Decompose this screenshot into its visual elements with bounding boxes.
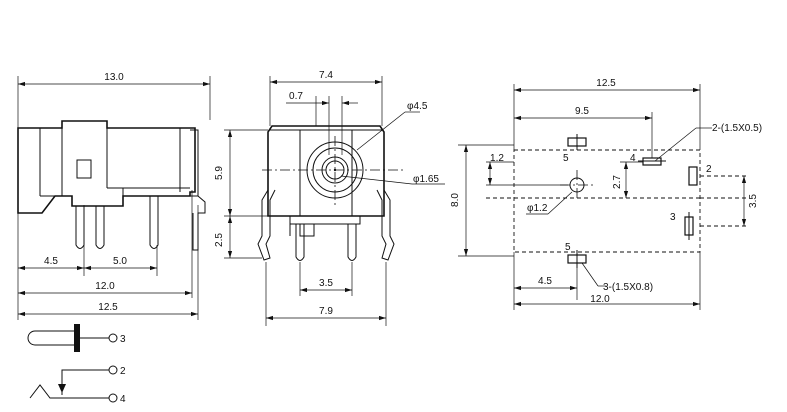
front-leg-left [257, 189, 276, 261]
schematic-pin-2: 2 [120, 366, 126, 377]
dim-phi-1-65: φ1.65 [413, 174, 439, 185]
dim-3-5-front: 3.5 [319, 278, 333, 289]
dim-9-5: 9.5 [575, 106, 589, 117]
dim-4-5-footprint: 4.5 [538, 276, 552, 287]
dim-4-5-side: 4.5 [44, 256, 58, 267]
note-3-slot: 3-(1.5X0.8) [603, 282, 653, 293]
terminal-2 [108, 365, 118, 375]
dim-8-0: 8.0 [450, 193, 461, 207]
pin-3: 3 [670, 212, 676, 223]
dim-3-5-footprint: 3.5 [748, 194, 759, 208]
schematic-pin-3: 3 [120, 334, 126, 345]
dim-2-7: 2.7 [612, 175, 623, 189]
dim-5-9: 5.9 [214, 166, 225, 180]
dim-phi-1-2: φ1.2 [527, 203, 548, 214]
front-leg-right [376, 189, 395, 261]
dim-0-7: 0.7 [289, 91, 303, 102]
footprint-view: 12.5 9.5 8.0 1.2 φ1.2 2.7 3.5 5 [450, 78, 762, 310]
dim-7-9: 7.9 [319, 306, 333, 317]
dim-12-0-footprint: 12.0 [590, 294, 610, 305]
dim-5-0: 5.0 [113, 256, 127, 267]
dim-1-2-top: 1.2 [490, 153, 504, 164]
pin-5-top: 5 [563, 153, 569, 164]
schematic-pin-4: 4 [120, 394, 126, 405]
pin-2: 2 [706, 164, 712, 175]
plug-symbol [27, 330, 74, 346]
dim-12-5-side: 12.5 [98, 302, 118, 313]
terminal-4 [108, 393, 118, 403]
front-view: 7.4 0.7 φ4.5 φ1.65 [214, 70, 445, 326]
pad-2 [688, 166, 698, 186]
pin-mid [95, 206, 105, 249]
dim-12-0-side: 12.0 [95, 281, 115, 292]
schematic-symbol: 3 2 4 [27, 324, 126, 405]
dim-2-5-front: 2.5 [214, 233, 225, 247]
side-view: 13.0 4.5 5.0 12.0 12.5 [17, 72, 211, 320]
terminal-3 [108, 333, 118, 343]
side-leg [190, 129, 206, 251]
dim-13-0: 13.0 [104, 72, 124, 83]
dim-phi-4-5: φ4.5 [407, 101, 428, 112]
dim-7-4: 7.4 [319, 70, 333, 81]
jack-body-front [267, 125, 385, 217]
pin-5-bottom: 5 [565, 242, 571, 253]
pin-4: 4 [630, 153, 636, 164]
dim-12-5-footprint: 12.5 [596, 78, 616, 89]
pin-right [149, 196, 159, 249]
pin-left [75, 206, 85, 249]
footprint-outline [513, 149, 701, 253]
sleeve-symbol [29, 384, 109, 399]
note-2-slot: 2-(1.5X0.5) [712, 123, 762, 134]
